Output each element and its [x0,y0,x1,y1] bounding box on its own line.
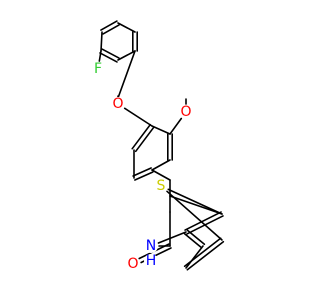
bond-double [99,52,118,63]
bond-double [183,232,203,249]
atom-label-background [144,239,158,253]
bond-double [134,126,155,153]
bond-single [117,22,136,33]
bond-double [100,20,118,31]
bond-single [166,190,223,241]
hydrogen-atom-label: H [146,253,157,269]
bond-double [184,211,222,231]
bond-single [98,50,102,62]
atom-label-background [154,179,168,193]
nitrogen-atom-label: N [146,238,156,254]
bond-double [132,167,152,177]
bond-double [183,237,222,268]
methoxy-oxygen-atom-label: O [180,104,191,120]
bond-single [100,31,103,52]
carbonyl-oxygen-atom-label: O [127,256,138,272]
bond-single [117,50,136,61]
bond-single [157,231,187,244]
atom-label-background [111,97,125,111]
bond-double [131,123,152,150]
bond-double [101,48,120,59]
bond-single [185,245,204,269]
bond-single [167,188,223,215]
bond-single [151,159,171,171]
atom-label-background [126,257,140,271]
bond-single [123,107,153,127]
atom-label-background [179,105,193,119]
bond-single [169,195,223,215]
bond-single [151,169,171,181]
bond-double [134,171,154,181]
bond-single [169,117,183,135]
sulfur-atom-label: S [157,178,166,194]
bond-double [102,24,120,35]
bond-double [186,240,225,271]
ether-oxygen-atom-label: O [112,96,123,112]
fluorine-atom-label: F [94,61,102,77]
atom-label-background [144,254,158,268]
bond-double [186,215,224,235]
bond-single [117,50,136,99]
bonds-group [98,20,225,271]
bond-single [151,125,171,135]
atom-label-background [91,62,105,76]
